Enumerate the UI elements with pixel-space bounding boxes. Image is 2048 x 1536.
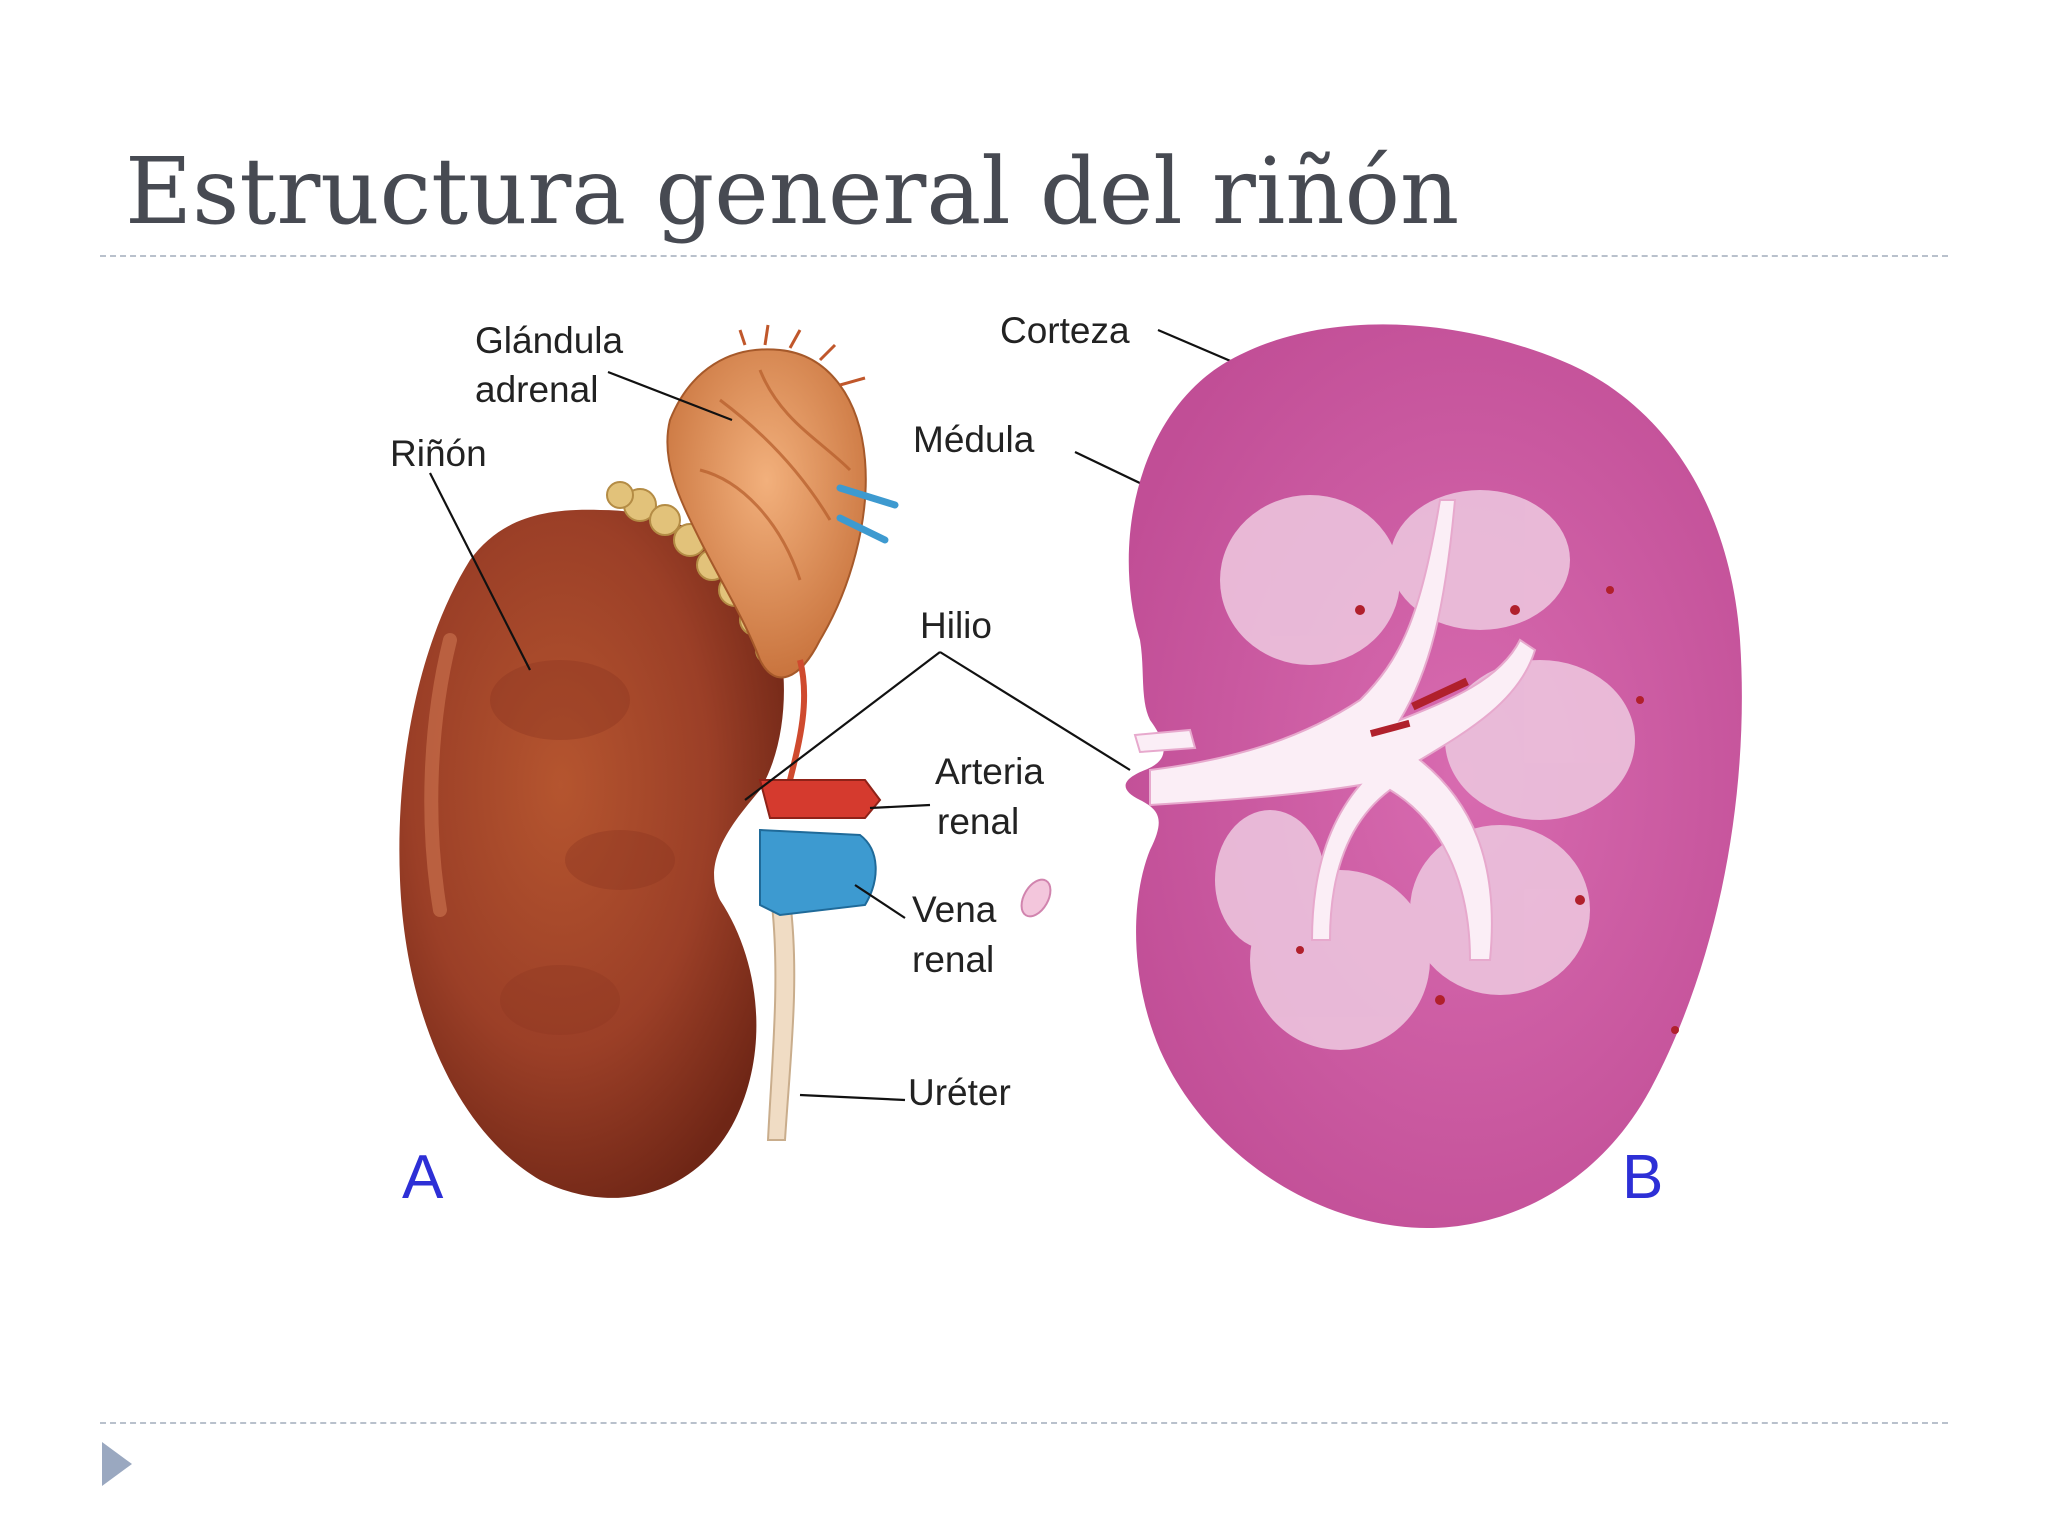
panel-a-kidney-illustration — [399, 324, 899, 1198]
adrenal-gland-shape — [666, 348, 867, 679]
renal-vein-shape — [759, 828, 877, 917]
blood-vessels — [1296, 586, 1679, 1034]
footer-divider — [100, 1422, 1948, 1424]
slide-title: Estructura general del riñón — [125, 138, 1460, 245]
label-glandula: Glándula — [475, 320, 624, 361]
slide-bullet-arrow-icon — [102, 1442, 132, 1486]
small-tissue-fragment — [1020, 878, 1052, 918]
ureter-shape — [766, 898, 796, 1141]
kidney-shape — [399, 509, 784, 1198]
panel-b-histology-section — [1020, 324, 1742, 1229]
sinus-spaces — [1133, 499, 1537, 961]
panel-label-b: B — [1622, 1143, 1663, 1212]
label-corteza: Corteza — [1000, 310, 1130, 351]
label-rinon: Riñón — [390, 433, 487, 474]
label-vena: Vena — [912, 889, 997, 930]
label-arteria-renal: renal — [937, 801, 1019, 842]
label-vena-renal: renal — [912, 939, 994, 980]
label-hilio: Hilio — [920, 605, 992, 646]
label-arteria: Arteria — [935, 751, 1044, 792]
title-divider — [100, 255, 1948, 257]
renal-artery-shape — [758, 779, 882, 819]
panel-label-a: A — [402, 1143, 444, 1212]
label-medula: Médula — [913, 419, 1035, 460]
label-ureter: Uréter — [908, 1072, 1011, 1113]
label-adrenal: adrenal — [475, 369, 598, 410]
